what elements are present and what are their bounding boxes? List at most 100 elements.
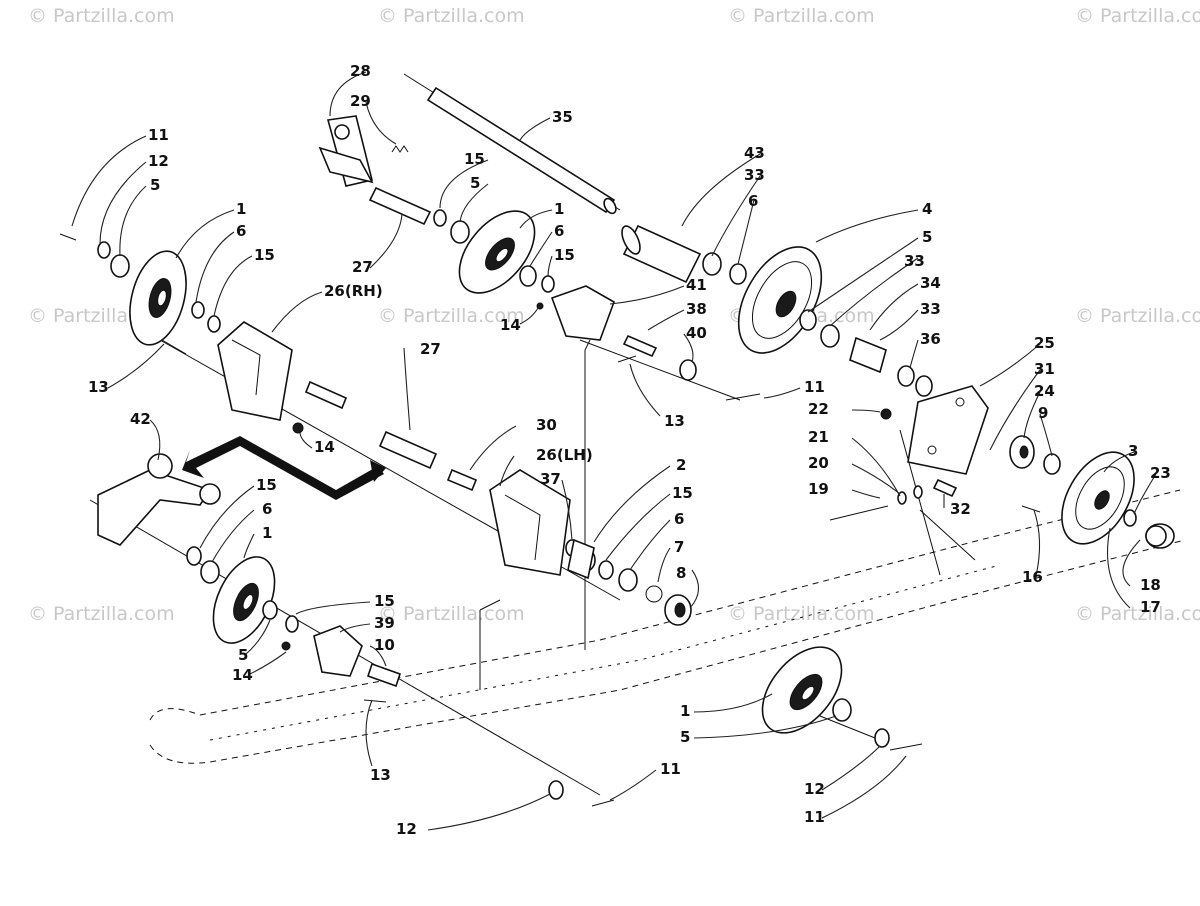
callout-label: 6 — [674, 510, 684, 528]
pivot-arm — [318, 115, 374, 187]
callout-label: 1 — [236, 200, 246, 218]
callout-label: 36 — [920, 330, 941, 348]
callout-label: 6 — [748, 192, 758, 210]
callout-label: 23 — [1150, 464, 1171, 482]
callout-label: 1 — [554, 200, 564, 218]
callout-label: 31 — [1034, 360, 1055, 378]
callout-label: 24 — [1034, 382, 1055, 400]
callout-label: 11 — [804, 378, 825, 396]
callout-label: 5 — [680, 728, 690, 746]
callout-label: 20 — [808, 454, 829, 472]
nuts-and-bolts — [59, 233, 1041, 807]
callout-label: 28 — [350, 62, 371, 80]
callout-label: 1 — [262, 524, 272, 542]
callout-label: 39 — [374, 614, 395, 632]
callout-label: 43 — [744, 144, 765, 162]
watermark: © Partzilla.com — [1075, 603, 1200, 625]
callout-label: 11 — [804, 808, 825, 826]
callout-label: 14 — [232, 666, 253, 684]
callout-label: 40 — [686, 324, 707, 342]
idler-wheel-large — [737, 246, 823, 354]
callout-label: 11 — [660, 760, 681, 778]
callout-label: 13 — [88, 378, 109, 396]
callout-label: 15 — [254, 246, 275, 264]
watermark: © Partzilla.com — [28, 5, 175, 27]
callout-label: 2 — [676, 456, 686, 474]
callout-label: 5 — [922, 228, 932, 246]
callout-label: 17 — [1140, 598, 1161, 616]
spring — [391, 145, 409, 153]
idler-wheel — [761, 646, 843, 734]
callout-label: 14 — [500, 316, 521, 334]
watermark: © Partzilla.com — [378, 603, 525, 625]
callout-label: 6 — [262, 500, 272, 518]
watermark: © Partzilla.com — [378, 5, 525, 27]
callout-label: 21 — [808, 428, 829, 446]
bracket-rh — [217, 321, 293, 421]
callout-label: 13 — [370, 766, 391, 784]
callout-label: 30 — [536, 416, 557, 434]
callout-label: 11 — [148, 126, 169, 144]
callout-label: 1 — [680, 702, 690, 720]
callout-label: 12 — [148, 152, 169, 170]
watermark: © Partzilla.com — [378, 305, 525, 327]
callout-label: 27 — [420, 340, 441, 358]
idler-wheel-spoked — [1061, 451, 1135, 545]
idler-wheel — [212, 556, 276, 644]
callout-label: 25 — [1034, 334, 1055, 352]
callout-label: 5 — [150, 176, 160, 194]
callout-label: 33 — [920, 300, 941, 318]
callout-label: 34 — [920, 274, 941, 292]
callout-label: 18 — [1140, 576, 1161, 594]
callout-label: 15 — [256, 476, 277, 494]
spacer-tube — [621, 224, 702, 284]
callout-label: 26(RH) — [324, 282, 383, 300]
callout-label: 13 — [664, 412, 685, 430]
shaft-tube — [426, 86, 617, 215]
washers — [97, 209, 1137, 800]
callout-label: 12 — [804, 780, 825, 798]
callout-label: 3 — [1128, 442, 1138, 460]
callout-label: 42 — [130, 410, 151, 428]
bearing — [1009, 435, 1035, 469]
callout-label: 15 — [464, 150, 485, 168]
direction-arrow — [182, 436, 386, 500]
watermark: © Partzilla.com — [728, 5, 875, 27]
idler-wheel — [458, 210, 536, 294]
callout-label: 5 — [470, 174, 480, 192]
callout-label: 33 — [744, 166, 765, 184]
callout-label: 15 — [672, 484, 693, 502]
rear-arm — [97, 453, 221, 546]
callout-label: 27 — [352, 258, 373, 276]
callout-label: 15 — [554, 246, 575, 264]
watermark: © Partzilla.com — [1075, 5, 1200, 27]
bracket-lh — [489, 469, 571, 576]
callout-label: 10 — [374, 636, 395, 654]
callout-label: 4 — [922, 200, 932, 218]
callout-label: 29 — [350, 92, 371, 110]
watermarks: © Partzilla.com © Partzilla.com © Partzi… — [28, 5, 1200, 625]
bearing-housing — [313, 625, 363, 677]
idler-wheel — [129, 250, 187, 346]
watermark: © Partzilla.com — [28, 603, 175, 625]
callout-label: 14 — [314, 438, 335, 456]
callout-label: 38 — [686, 300, 707, 318]
leader-lines — [71, 71, 1157, 831]
callout-label: 5 — [238, 646, 248, 664]
callout-label: 15 — [374, 592, 395, 610]
callout-label: 41 — [686, 276, 707, 294]
block-bracket — [550, 285, 615, 341]
reference-lines — [403, 73, 976, 690]
callouts: 11 12 5 1 6 15 26(RH) 13 42 14 28 29 15 … — [88, 62, 1171, 838]
watermark: © Partzilla.com — [728, 603, 875, 625]
callout-label: 22 — [808, 400, 829, 418]
slide-rail — [149, 489, 1186, 764]
callout-label: 26(LH) — [536, 446, 593, 464]
callout-label: 37 — [540, 470, 561, 488]
mounting-plate — [907, 385, 989, 475]
callout-label: 6 — [236, 222, 246, 240]
callout-label: 32 — [950, 500, 971, 518]
callout-label: 8 — [676, 564, 686, 582]
